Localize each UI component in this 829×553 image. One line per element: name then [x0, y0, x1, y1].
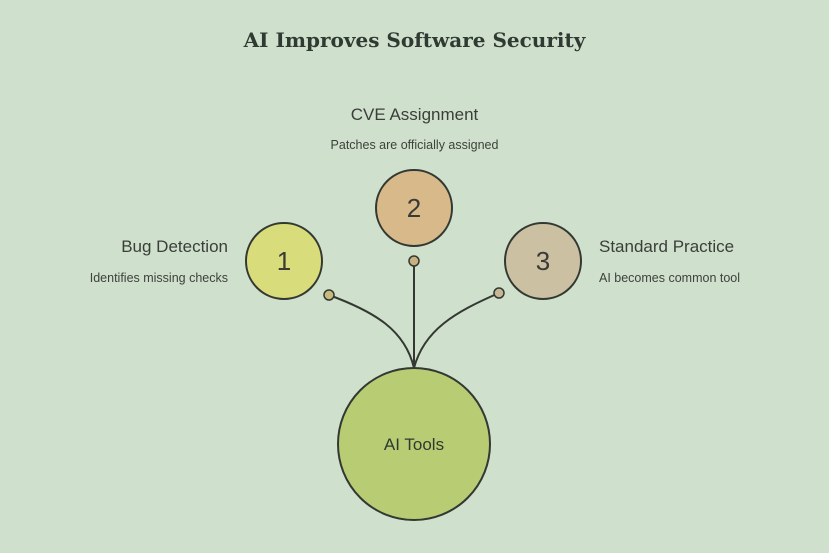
node-number-3: 3: [536, 246, 550, 276]
node-circle-2: [375, 169, 453, 247]
node-label-3: Standard Practice: [599, 237, 735, 256]
diagram-title: AI Improves Software Security: [243, 28, 586, 52]
node-number-2: 2: [407, 193, 421, 223]
node-label-2: CVE Assignment: [350, 105, 479, 124]
node-circle-3: [504, 222, 582, 300]
connector-3: [413, 292, 500, 369]
connector-dot-2: [408, 255, 420, 267]
node-description-1: Identifies missing checks: [89, 271, 228, 285]
node-label-1: Bug Detection: [121, 237, 228, 256]
node-description-3: AI becomes common tool: [599, 271, 741, 285]
node-description-2: Patches are officially assigned: [330, 138, 499, 152]
hub-circle: [337, 367, 491, 521]
connector-dot-1: [323, 289, 335, 301]
node-circle-1: [245, 222, 323, 300]
connector-dot-3: [493, 287, 505, 299]
node-number-1: 1: [277, 246, 291, 276]
connector-1: [328, 294, 415, 369]
hub-label: AI Tools: [384, 435, 444, 454]
